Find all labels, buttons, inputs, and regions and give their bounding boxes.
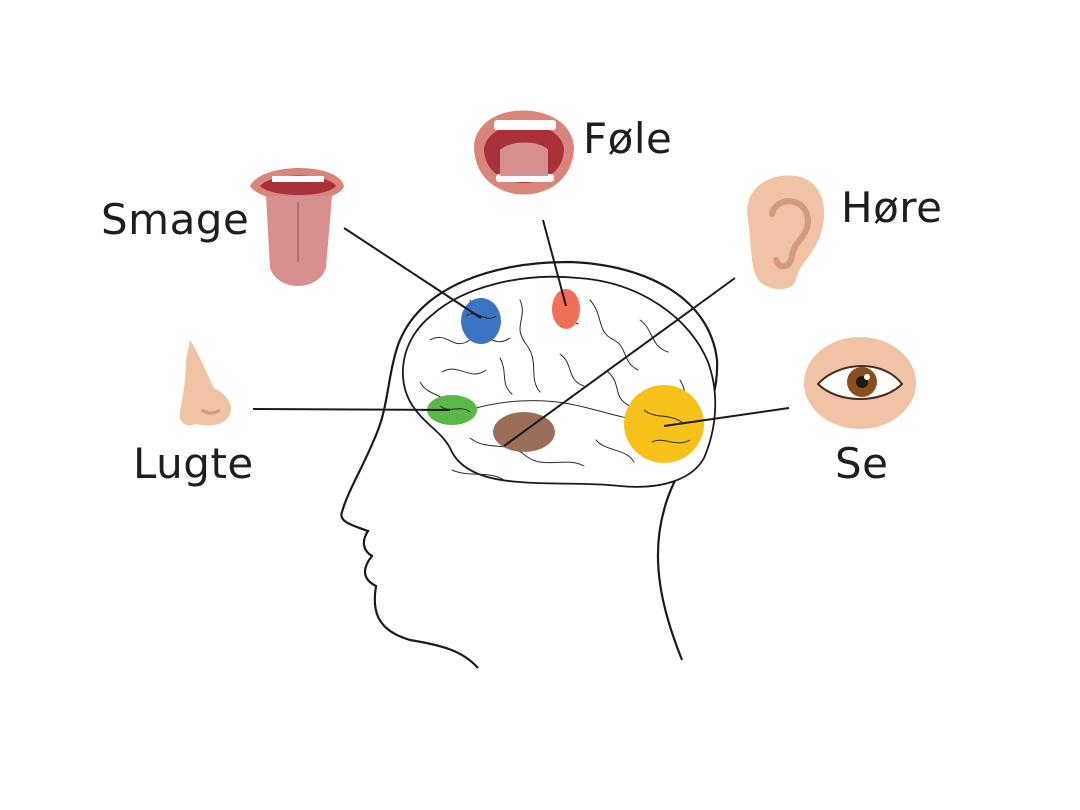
region-touch bbox=[552, 289, 580, 329]
nose-icon bbox=[179, 340, 232, 426]
connector-sight bbox=[663, 407, 790, 427]
eye-icon bbox=[804, 337, 916, 429]
connector-hearing bbox=[503, 277, 736, 447]
region-fold-details bbox=[439, 313, 691, 444]
label-taste: Smage bbox=[101, 195, 250, 244]
connector-taste bbox=[343, 227, 482, 319]
ear-icon bbox=[747, 175, 825, 290]
open-mouth-icon bbox=[474, 110, 574, 195]
region-taste bbox=[461, 298, 501, 344]
region-smell bbox=[427, 395, 477, 425]
label-touch: Føle bbox=[583, 114, 673, 163]
connector-touch bbox=[542, 219, 567, 307]
connector-lines bbox=[252, 219, 790, 447]
label-smell: Lugte bbox=[133, 439, 254, 488]
connector-smell bbox=[252, 408, 451, 411]
label-sight: Se bbox=[835, 439, 889, 488]
label-hearing: Høre bbox=[841, 183, 943, 232]
tongue-mouth-icon bbox=[250, 168, 344, 286]
region-sight bbox=[624, 385, 704, 463]
